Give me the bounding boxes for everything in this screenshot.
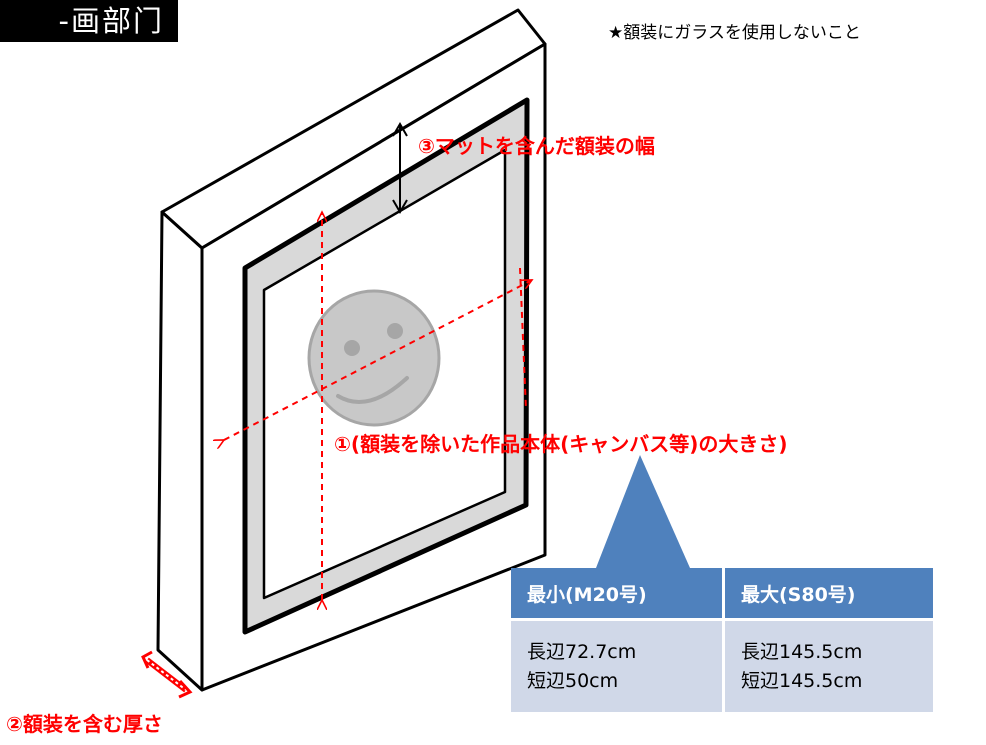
min-size-cell: 長辺72.7cm 短辺50cm: [511, 618, 722, 712]
table-header-row: 最小(M20号) 最大(S80号): [511, 568, 933, 618]
min-long-side: 長辺72.7cm: [527, 640, 637, 663]
thickness-label: ②額装を含む厚さ: [6, 712, 163, 736]
frame-width-arrow: [392, 122, 408, 214]
min-short-side: 短辺50cm: [527, 669, 619, 692]
max-size-cell: 長辺145.5cm 短辺145.5cm: [722, 618, 933, 712]
artwork-pointer-line: [519, 267, 527, 411]
max-size-header: 最大(S80号): [722, 568, 933, 618]
frame-side: [156, 210, 204, 692]
max-long-side: 長辺145.5cm: [741, 640, 863, 663]
smiley-face-icon: [307, 289, 441, 427]
size-limits-table: 最小(M20号) 最大(S80号) 長辺72.7cm 短辺50cm 長辺145.…: [511, 568, 933, 712]
section-tag: -画部门: [0, 0, 178, 42]
frame-width-label: ③マットを含んだ額装の幅: [418, 134, 655, 158]
thickness-arrow: [141, 650, 193, 699]
glass-prohibited-note: ★額装にガラスを使用しないこと: [608, 23, 861, 43]
artwork-diagonal-arrow: [224, 279, 532, 440]
max-short-side: 短辺145.5cm: [741, 669, 863, 692]
artwork-size-label: ①(額装を除いた作品本体(キャンバス等)の大きさ): [334, 432, 788, 456]
size-callout-pointer: [596, 455, 690, 568]
table-row: 長辺72.7cm 短辺50cm 長辺145.5cm 短辺145.5cm: [511, 618, 933, 712]
min-size-header: 最小(M20号): [511, 568, 722, 618]
